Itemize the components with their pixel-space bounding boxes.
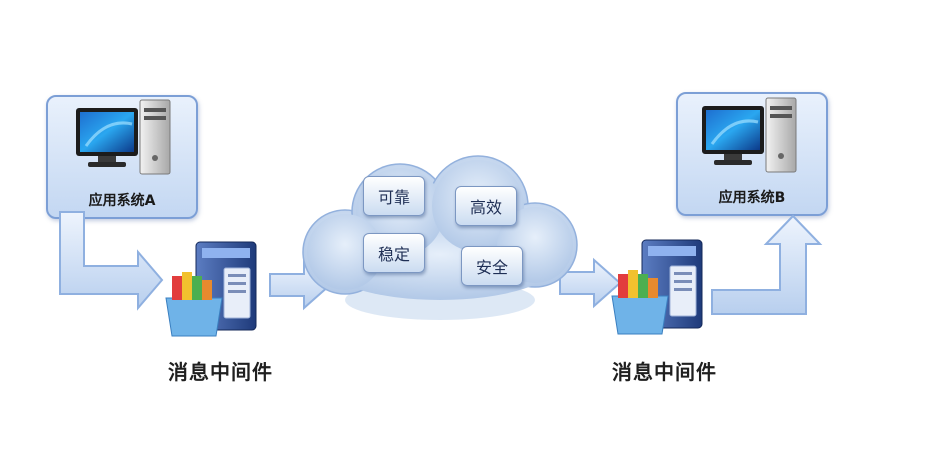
arrow-icon [59,211,164,311]
feature-tile-stable: 稳定 [363,233,425,273]
middleware-right-label: 消息中间件 [612,360,717,384]
feature-tile-reliable: 可靠 [363,176,425,216]
feature-tile-secure: 安全 [461,246,523,286]
system-a-label: 应用系统A [88,193,156,209]
desktop-computer-icon [76,99,171,175]
system-b-label: 应用系统B [718,190,786,206]
arrow-icon [711,214,823,315]
server-with-files-icon [611,239,703,335]
arrow-icon [559,257,622,309]
feature-tile-efficient: 高效 [455,186,517,226]
cloud-icon [302,155,578,320]
desktop-computer-icon [702,97,797,173]
server-with-files-icon [165,241,257,337]
middleware-left-label: 消息中间件 [168,360,273,384]
